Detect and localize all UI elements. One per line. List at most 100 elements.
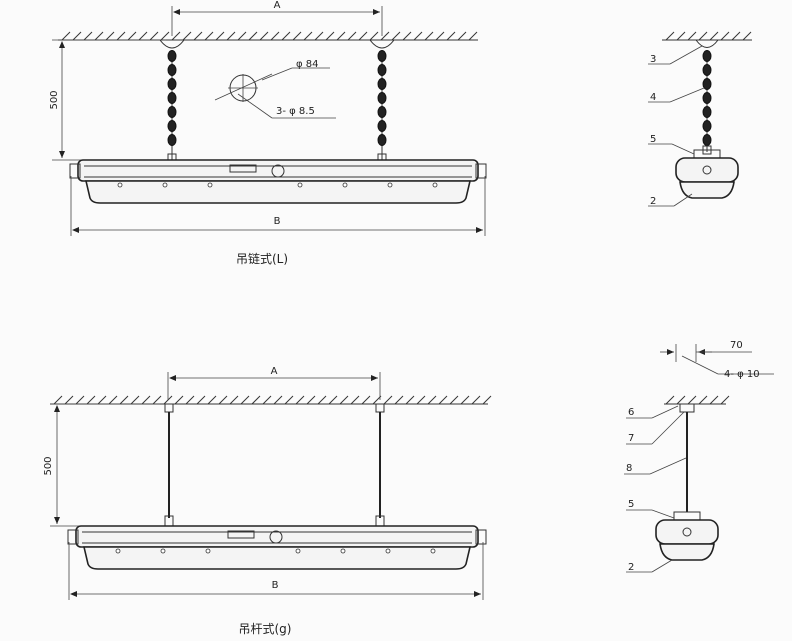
hatch-stroke	[449, 395, 459, 405]
hatch-stroke	[347, 31, 357, 41]
hatch-stroke	[709, 395, 719, 405]
bottom-main-view: A 500 B 吊杆式(g)	[43, 366, 492, 636]
chain-link	[167, 50, 177, 62]
hatch-stroke	[259, 31, 269, 41]
chain-link	[702, 120, 712, 132]
hole-leader-2	[237, 93, 273, 119]
hatch-stroke	[460, 395, 470, 405]
hatch-stroke	[468, 31, 478, 41]
hatch-stroke	[457, 31, 467, 41]
screw	[340, 548, 346, 554]
hatch-stroke	[251, 395, 261, 405]
hatch-stroke	[350, 395, 360, 405]
screw	[162, 182, 168, 188]
chain-link	[377, 106, 387, 118]
screw	[160, 548, 166, 554]
hatch-stroke	[262, 395, 272, 405]
dim-h-label-bottom: 500	[43, 456, 54, 475]
nameplate-bottom	[227, 530, 255, 539]
hatch-stroke	[317, 395, 327, 405]
hatch-stroke	[185, 395, 195, 405]
hatch-stroke	[207, 395, 217, 405]
chain-link	[702, 78, 712, 90]
hatch-stroke	[171, 31, 181, 41]
screw	[295, 548, 301, 554]
part-label-3: 3	[650, 54, 656, 65]
top-main-view: A 500 φ 84 3- φ 8.5	[49, 0, 487, 266]
side-rod-mount	[679, 403, 695, 413]
hatch-stroke	[94, 31, 104, 41]
chain-link	[377, 64, 387, 76]
hatch-stroke	[383, 395, 393, 405]
screw	[430, 548, 436, 554]
caption-rod: 吊杆式(g)	[239, 622, 292, 636]
hatch-stroke	[108, 395, 118, 405]
hatch-stroke	[295, 395, 305, 405]
side-cover	[679, 181, 735, 199]
hatch-stroke	[482, 395, 492, 405]
chain-link	[702, 134, 712, 146]
hatch-stroke	[720, 31, 730, 41]
chain-link	[167, 134, 177, 146]
hatch-stroke	[446, 31, 456, 41]
hatch-stroke	[427, 395, 437, 405]
hatch-stroke	[336, 31, 346, 41]
hatch-stroke	[731, 31, 741, 41]
hole-label-3: 4- φ 10	[724, 369, 760, 380]
hatch-stroke	[152, 395, 162, 405]
hatch-stroke	[240, 395, 250, 405]
screw	[115, 548, 121, 554]
nameplate	[229, 164, 257, 173]
hole-label-2: 3- φ 8.5	[276, 106, 315, 117]
chain-link	[167, 64, 177, 76]
side-housing	[675, 157, 739, 183]
hatch-stroke	[665, 31, 675, 41]
screw	[385, 548, 391, 554]
hatch-stroke	[402, 31, 412, 41]
hatch-stroke	[64, 395, 74, 405]
hatch-stroke	[698, 31, 708, 41]
hatch-stroke	[303, 31, 313, 41]
screw	[432, 182, 438, 188]
hatch-stroke	[665, 395, 675, 405]
hatch-stroke	[97, 395, 107, 405]
caption-chain: 吊链式(L)	[236, 251, 288, 266]
hatch-stroke	[270, 31, 280, 41]
hatch-stroke	[328, 395, 338, 405]
chain-right	[377, 50, 387, 163]
hole-label-1: φ 84	[296, 59, 319, 70]
chain-left	[167, 50, 177, 163]
chain-link	[702, 106, 712, 118]
hatch-stroke	[193, 31, 203, 41]
end-cap-left	[69, 163, 81, 179]
fixing-screws	[117, 182, 438, 188]
hatch-stroke	[413, 31, 423, 41]
hatch-stroke	[75, 395, 85, 405]
hatch-stroke	[174, 395, 184, 405]
hatch-stroke	[229, 395, 239, 405]
hatch-stroke	[416, 395, 426, 405]
lamp-cover	[84, 180, 472, 204]
chain-link	[167, 78, 177, 90]
chain-link	[167, 106, 177, 118]
hatch-stroke	[339, 395, 349, 405]
hatch-stroke	[160, 31, 170, 41]
hatch-stroke	[292, 31, 302, 41]
chain-link	[702, 92, 712, 104]
hatch-stroke	[358, 31, 368, 41]
hatch-stroke	[237, 31, 247, 41]
hatch-stroke	[119, 395, 129, 405]
chain-link	[702, 50, 712, 62]
hatch-stroke	[138, 31, 148, 41]
hatch-stroke	[130, 395, 140, 405]
part-label-4: 4	[650, 92, 656, 103]
hatch-stroke	[141, 395, 151, 405]
part-label-2: 2	[650, 196, 656, 207]
hatch-stroke	[471, 395, 481, 405]
hatch-stroke	[369, 31, 379, 41]
part-label-2-bottom: 2	[628, 562, 634, 573]
dim-h-label: 500	[49, 90, 60, 109]
hatch-stroke	[361, 395, 371, 405]
gland-nut	[271, 164, 285, 178]
